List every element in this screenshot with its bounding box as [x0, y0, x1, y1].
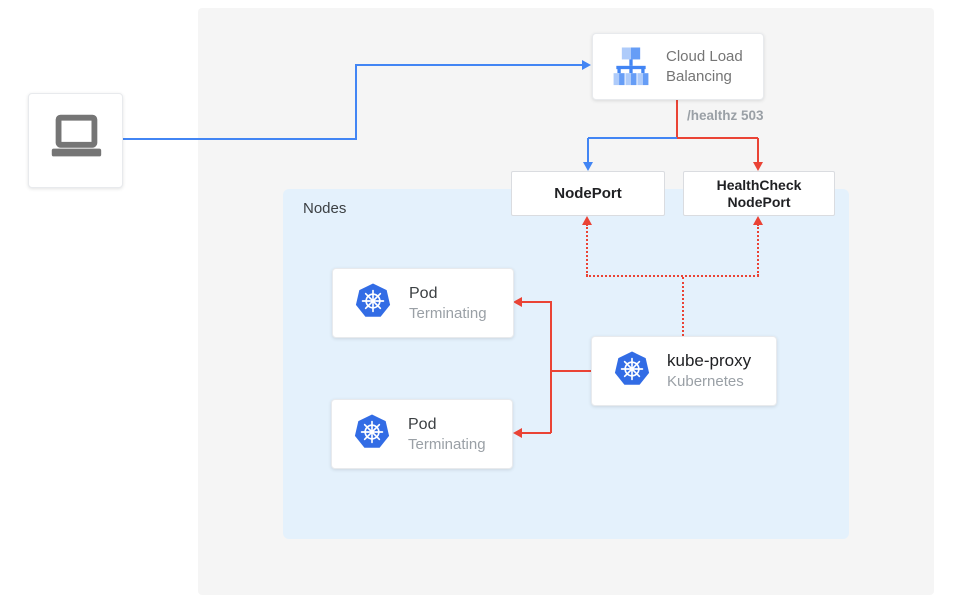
red-arrow-into-pod2 — [513, 428, 522, 438]
red-branch-v — [757, 138, 759, 163]
nodeport-label: NodePort — [554, 185, 622, 202]
pod-title: Pod — [409, 284, 438, 302]
pod-terminating-box-2: Pod Terminating — [331, 399, 513, 469]
blue-branch-v — [587, 138, 589, 163]
blue-branch-h — [588, 137, 677, 139]
red-dotted-arrow-into-nodeport — [582, 216, 592, 225]
pod-labels: Pod Terminating — [409, 283, 487, 324]
pod-terminating-box-1: Pod Terminating — [332, 268, 514, 338]
pod-title: Pod — [408, 415, 437, 433]
healthcheck-nodeport-box: HealthCheck NodePort — [683, 171, 835, 216]
kube-proxy-labels: kube-proxy Kubernetes — [667, 350, 751, 392]
red-dotted-kubeproxy-v — [682, 277, 684, 336]
kube-proxy-title: kube-proxy — [667, 351, 752, 370]
red-connector-clb-down — [676, 100, 678, 138]
kubernetes-icon — [612, 349, 652, 394]
pod-labels: Pod Terminating — [408, 414, 486, 455]
kube-proxy-subtitle: Kubernetes — [667, 373, 744, 390]
nodes-label: Nodes — [303, 200, 347, 217]
cloud-load-balancing-label: Cloud Load Balancing — [666, 47, 743, 85]
client-device-box — [28, 93, 123, 188]
healthcheck-nodeport-label: HealthCheck NodePort — [716, 176, 802, 210]
red-connector-kubeproxy-h — [551, 370, 591, 372]
pod-status: Terminating — [409, 304, 487, 322]
red-branch-h — [677, 137, 758, 139]
kube-proxy-box: kube-proxy Kubernetes — [591, 336, 777, 406]
healthz-status-label: /healthz 503 — [687, 108, 764, 123]
red-connector-pod1-h — [522, 301, 551, 303]
red-dotted-arrow-into-healthcheck — [753, 216, 763, 225]
red-connector-trunk-v — [550, 301, 552, 433]
red-arrow-into-healthcheck-nodeport — [753, 162, 763, 171]
laptop-icon — [45, 107, 107, 174]
nodeport-box: NodePort — [511, 171, 665, 216]
red-arrow-into-pod1 — [513, 297, 522, 307]
cloud-load-balancing-icon — [609, 42, 653, 91]
blue-arrow-into-clb — [582, 60, 591, 70]
blue-connector-laptop-h — [122, 138, 356, 140]
red-dotted-nodeport-v — [586, 224, 588, 276]
red-connector-pod2-h — [522, 432, 551, 434]
cloud-load-balancing-box: Cloud Load Balancing — [592, 33, 764, 100]
red-dotted-h — [586, 275, 759, 277]
kubernetes-icon — [353, 281, 393, 326]
red-dotted-healthcheck-v — [757, 224, 759, 276]
pod-status: Terminating — [408, 435, 486, 453]
blue-connector-to-clb-h — [356, 64, 583, 66]
kubernetes-icon — [352, 412, 392, 457]
blue-connector-laptop-v — [355, 64, 357, 140]
blue-arrow-into-nodeport — [583, 162, 593, 171]
